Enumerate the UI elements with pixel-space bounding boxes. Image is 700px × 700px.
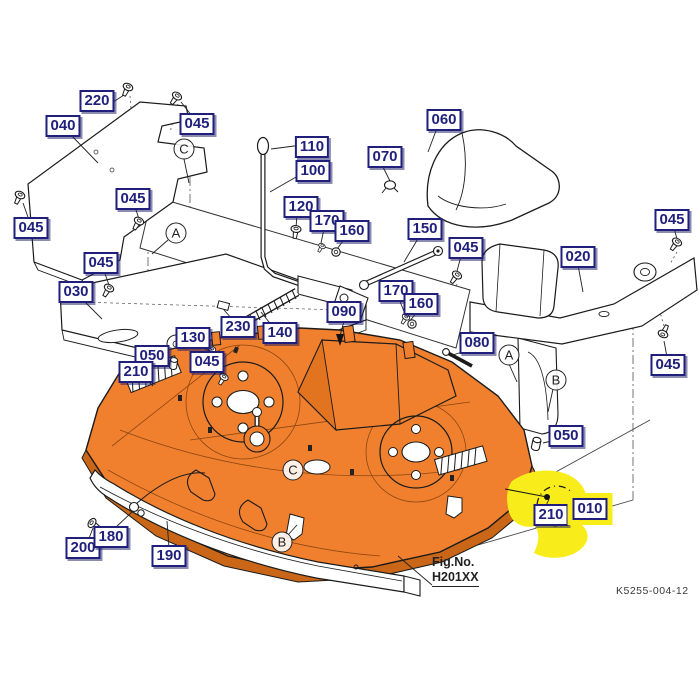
- arrow-090: [336, 334, 344, 346]
- fasteners-drawing: [10, 81, 684, 534]
- part-label-130-24[interactable]: 130: [175, 327, 211, 349]
- part-label-190-32[interactable]: 190: [151, 545, 187, 567]
- part-label-070-12[interactable]: 070: [367, 146, 403, 168]
- part-label-010-34[interactable]: 010: [572, 498, 608, 520]
- rod-150-drawing: [358, 245, 444, 291]
- part-label-030-6[interactable]: 030: [58, 281, 94, 303]
- part-label-045-29[interactable]: 045: [189, 351, 225, 373]
- back-panel-drawing: [139, 195, 471, 349]
- ref-marker-C-4: C: [282, 459, 304, 481]
- part-label-220-0[interactable]: 220: [79, 90, 115, 112]
- part-label-140-26[interactable]: 140: [262, 322, 298, 344]
- bumper-190-drawing: [89, 468, 421, 597]
- deck-090-drawing: [81, 324, 537, 583]
- ref-marker-A-2: A: [498, 344, 520, 366]
- cover-060-drawing: [426, 129, 560, 228]
- leader-lines: [22, 92, 678, 586]
- part-label-080-21[interactable]: 080: [459, 332, 495, 354]
- part-label-020-16[interactable]: 020: [560, 246, 596, 268]
- pin-080-drawing: [442, 348, 473, 368]
- part-label-150-14[interactable]: 150: [407, 218, 443, 240]
- knob-110-drawing: [256, 136, 270, 156]
- fig-label: Fig.No.: [432, 555, 475, 569]
- part-label-045-17[interactable]: 045: [654, 209, 690, 231]
- part-label-090-20[interactable]: 090: [326, 301, 362, 323]
- ref-marker-B-5: B: [271, 531, 293, 553]
- part-label-110-7[interactable]: 110: [294, 136, 330, 158]
- part-label-160-19[interactable]: 160: [403, 293, 439, 315]
- part-label-040-1[interactable]: 040: [45, 115, 81, 137]
- part-label-060-13[interactable]: 060: [426, 109, 462, 131]
- part-label-160-11[interactable]: 160: [334, 220, 370, 242]
- ref-marker-B-3: B: [545, 369, 567, 391]
- part-label-210-33[interactable]: 210: [533, 504, 569, 526]
- part-label-180-31[interactable]: 180: [93, 526, 129, 548]
- ref-marker-C-0: C: [173, 138, 195, 160]
- part-label-045-22[interactable]: 045: [650, 354, 686, 376]
- part-label-210-28[interactable]: 210: [118, 361, 154, 383]
- part-label-050-23[interactable]: 050: [548, 425, 584, 447]
- clip-070-drawing: [381, 180, 399, 194]
- part-label-200-30[interactable]: 200: [65, 537, 101, 559]
- part-label-045-4[interactable]: 045: [115, 188, 151, 210]
- part-label-045-2[interactable]: 045: [179, 113, 215, 135]
- ref-marker-A-1: A: [165, 222, 187, 244]
- part-label-230-25[interactable]: 230: [220, 316, 256, 338]
- drawing-number: K5255-004-12: [616, 585, 689, 597]
- part-label-045-15[interactable]: 045: [448, 237, 484, 259]
- bracket-020-drawing: [469, 243, 698, 345]
- part-label-045-3[interactable]: 045: [13, 217, 49, 239]
- fig-number: H201XX: [432, 570, 479, 587]
- part-label-100-8[interactable]: 100: [295, 160, 331, 182]
- clip-230-drawing: [216, 300, 231, 312]
- part-label-045-5[interactable]: 045: [83, 252, 119, 274]
- figure-number-block: Fig.No. H201XX: [432, 555, 479, 587]
- clamp-180-drawing: [128, 472, 206, 517]
